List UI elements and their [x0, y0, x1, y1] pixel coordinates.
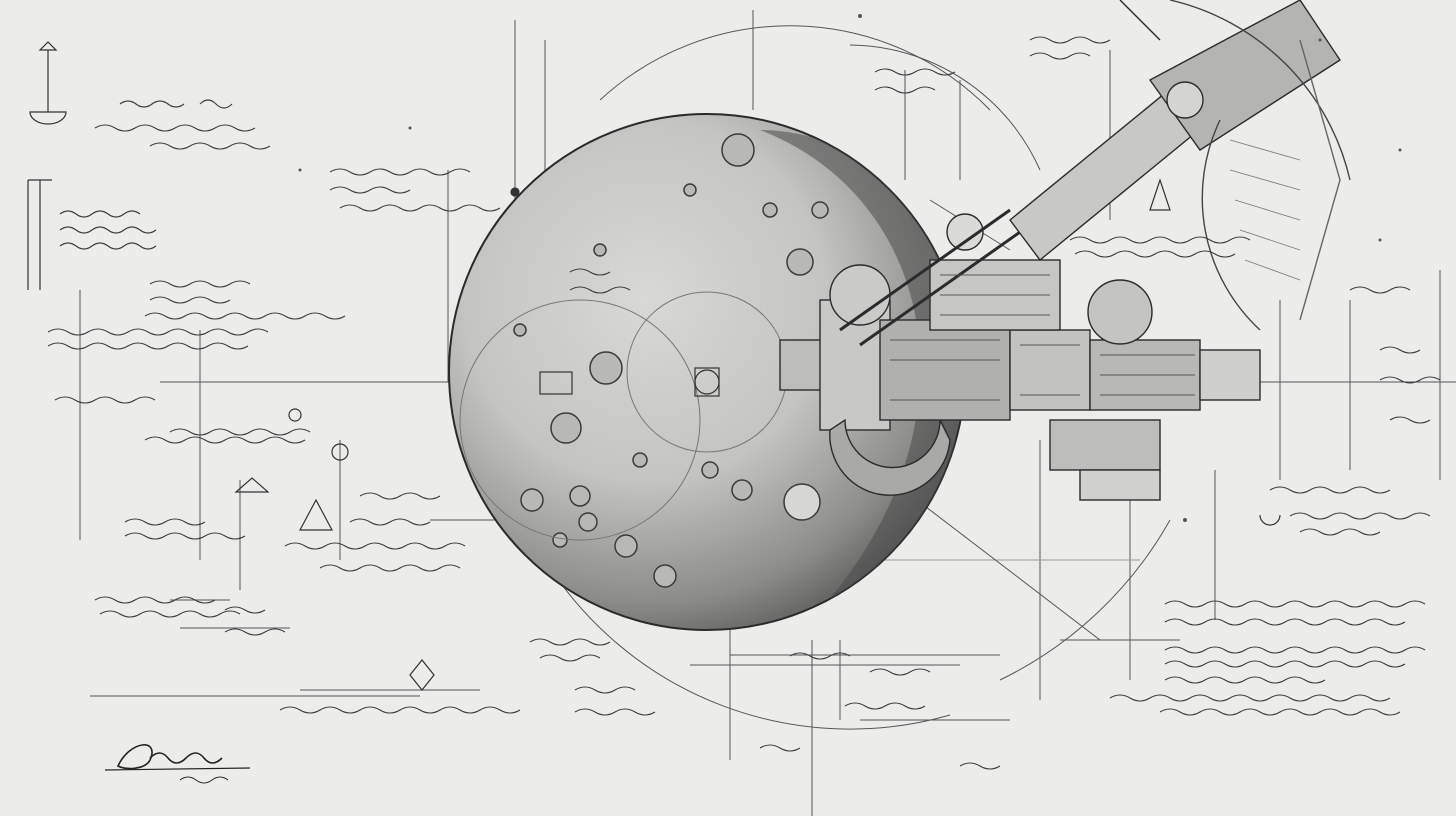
handwritten-annotations	[47, 36, 1441, 770]
technical-symbols	[27, 41, 1281, 691]
pencil-speckles	[298, 14, 1402, 522]
machinery-assembly	[779, 208, 1261, 501]
artist-signature	[104, 744, 251, 784]
telescope-boom	[1009, 0, 1351, 331]
